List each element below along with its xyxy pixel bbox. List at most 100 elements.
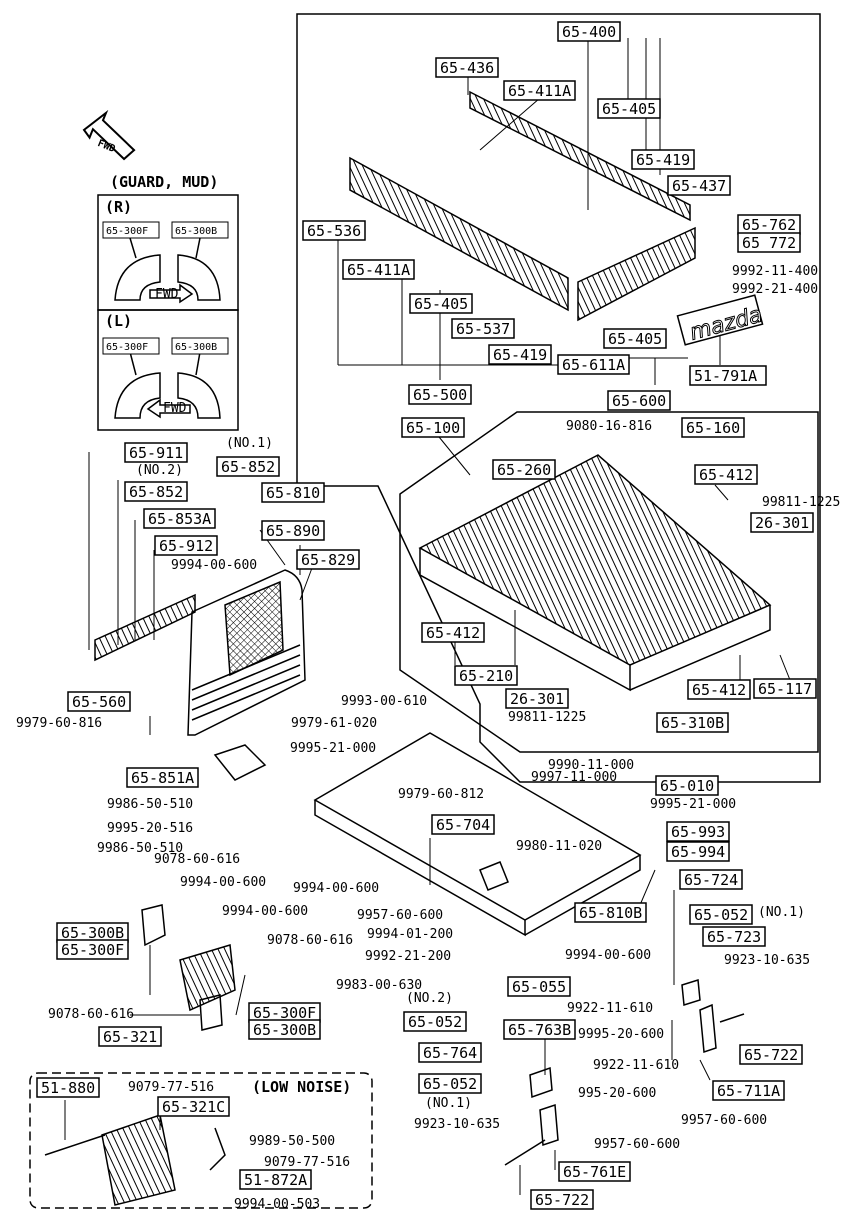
hardware-part-number: 9994-00-600 [222,904,308,919]
hardware-part-number: 9986-50-510 [107,797,193,812]
part-box-b65852_b: 65-852 [124,481,188,502]
variant-note: (NO.1) [425,1096,472,1111]
part-box-b65411A_t: 65-411A [503,80,576,101]
part-number: 65-300B [253,1021,316,1039]
part-box-b65912: 65-912 [154,535,218,556]
part-number: 65-436 [440,59,494,77]
part-number: 65-437 [672,177,726,195]
part-number: 51-880 [41,1079,95,1097]
hardware-part-number: 9922-11-610 [593,1058,679,1073]
part-box-b65300F_l: 65-300F [56,939,129,960]
low-noise-frame [29,1072,373,1209]
guard-l-300b: 65-300B [175,342,217,353]
part-number: 65-052 [408,1013,462,1031]
part-box-b65724: 65-724 [679,869,743,890]
guard-l-fwd: FWD [163,401,187,416]
part-number: 65-711A [717,1082,780,1100]
part-box-b65723: 65-723 [702,926,766,947]
hardware-part-number: 9993-00-610 [341,694,427,709]
part-box-b65704: 65-704 [431,814,495,835]
side-gate-left [349,156,569,312]
part-box-b65560: 65-560 [67,691,131,712]
guard-mud-shapes [114,237,221,419]
part-number: 65-405 [608,330,662,348]
part-box-b65437: 65-437 [667,175,731,196]
part-box-b65052_a: 65-052 [689,904,753,925]
hardware-part-number: 9994-00-600 [293,881,379,896]
variant-note: (NO.2) [406,991,453,1006]
hardware-part-number: 9994-00-600 [180,875,266,890]
part-number: 65-412 [426,624,480,642]
part-box-b65260: 65-260 [492,459,556,480]
hardware-part-number: 9079-77-516 [264,1155,350,1170]
front-panel [187,569,306,736]
rear-gate [469,90,691,222]
part-box-b65405_t: 65-405 [597,98,661,119]
part-labels: (NO.1)(NO.2)(NO.1)(NO.2)(NO.1)9992-11-40… [16,264,840,1212]
part-box-b65761E: 65-761E [558,1161,631,1182]
part-box-b65600: 65-600 [607,390,671,411]
hardware-part-number: 9994-00-503 [234,1197,320,1212]
part-number: 65-052 [423,1075,477,1093]
part-number: 65-300F [61,941,124,959]
low-noise-title: (LOW NOISE) [252,1078,351,1096]
part-number: 65-560 [72,693,126,711]
part-box-b51880: 51-880 [36,1077,100,1098]
part-box-b65890: 65-890 [261,520,325,541]
part-number: 65-117 [758,680,812,698]
part-box-b26301_b: 26-301 [505,688,569,709]
part-number: 65-536 [307,222,361,240]
part-box-b65412_b: 65-412 [421,622,485,643]
variant-note: (NO.1) [758,905,805,920]
hardware-part-number: 9923-10-635 [724,953,810,968]
part-box-b51791A: 51-791A [689,365,767,386]
part-box-b65711A: 65-711A [712,1080,785,1101]
part-number: 65-412 [699,466,753,484]
hardware-part-number: 9957-60-600 [357,908,443,923]
guard-mud-l-frame [97,309,239,431]
part-box-b65321C: 65-321C [157,1096,230,1117]
part-box-b65994: 65-994 [666,841,730,862]
fwd-arrow: FWD [82,109,136,161]
part-number: 65-853A [148,510,211,528]
part-number: 26-301 [510,690,564,708]
hardware-part-number: 9995-20-600 [578,1027,664,1042]
part-number: 65-419 [636,151,690,169]
part-box-b65052_b: 65-052 [403,1011,467,1032]
hardware-part-number: 9992-21-400 [732,282,818,297]
part-box-b65829: 65-829 [296,549,360,570]
part-number: 65-810 [266,484,320,502]
part-number: 65-500 [413,386,467,404]
hardware-part-number: 99811-1225 [508,710,586,725]
part-number: 51-791A [694,367,757,385]
hardware-part-number: 9986-50-510 [97,841,183,856]
hardware-part-number: 9979-61-020 [291,716,377,731]
part-box-b65405_r: 65-405 [603,328,667,349]
part-number: 65-600 [612,392,666,410]
part-number: 65-412 [692,681,746,699]
part-number: 65-160 [686,419,740,437]
hardware-part-number: 9957-60-600 [681,1113,767,1128]
hardware-part-number: 9078-60-616 [267,933,353,948]
hardware-part-number: 9997-11-000 [531,770,617,785]
gate-assembly-frame [296,13,821,783]
part-box-b65419_m: 65-419 [488,344,552,365]
part-box-b65010: 65-010 [655,775,719,796]
hardware-part-number: 9980-11-020 [516,839,602,854]
hardware-part-number: 9992-11-400 [732,264,818,279]
part-box-b65300B_l: 65-300B [56,922,129,943]
part-number: 65-761E [563,1163,626,1181]
variant-note: (NO.2) [136,463,183,478]
part-box-b65436: 65-436 [435,57,499,78]
part-box-b65310B: 65-310B [656,712,729,733]
part-box-b65911: 65-911 [124,442,188,463]
part-number: 65-704 [436,816,490,834]
hardware-part-number: 995-20-600 [578,1086,656,1101]
part-box-b65419_t: 65-419 [631,149,695,170]
part-number: 65-052 [694,906,748,924]
hardware-part-number: 9995-20-516 [107,821,193,836]
part-box-b65537: 65-537 [451,318,515,339]
fwd-label: FWD [96,138,117,155]
body-assembly-frame [399,411,819,753]
